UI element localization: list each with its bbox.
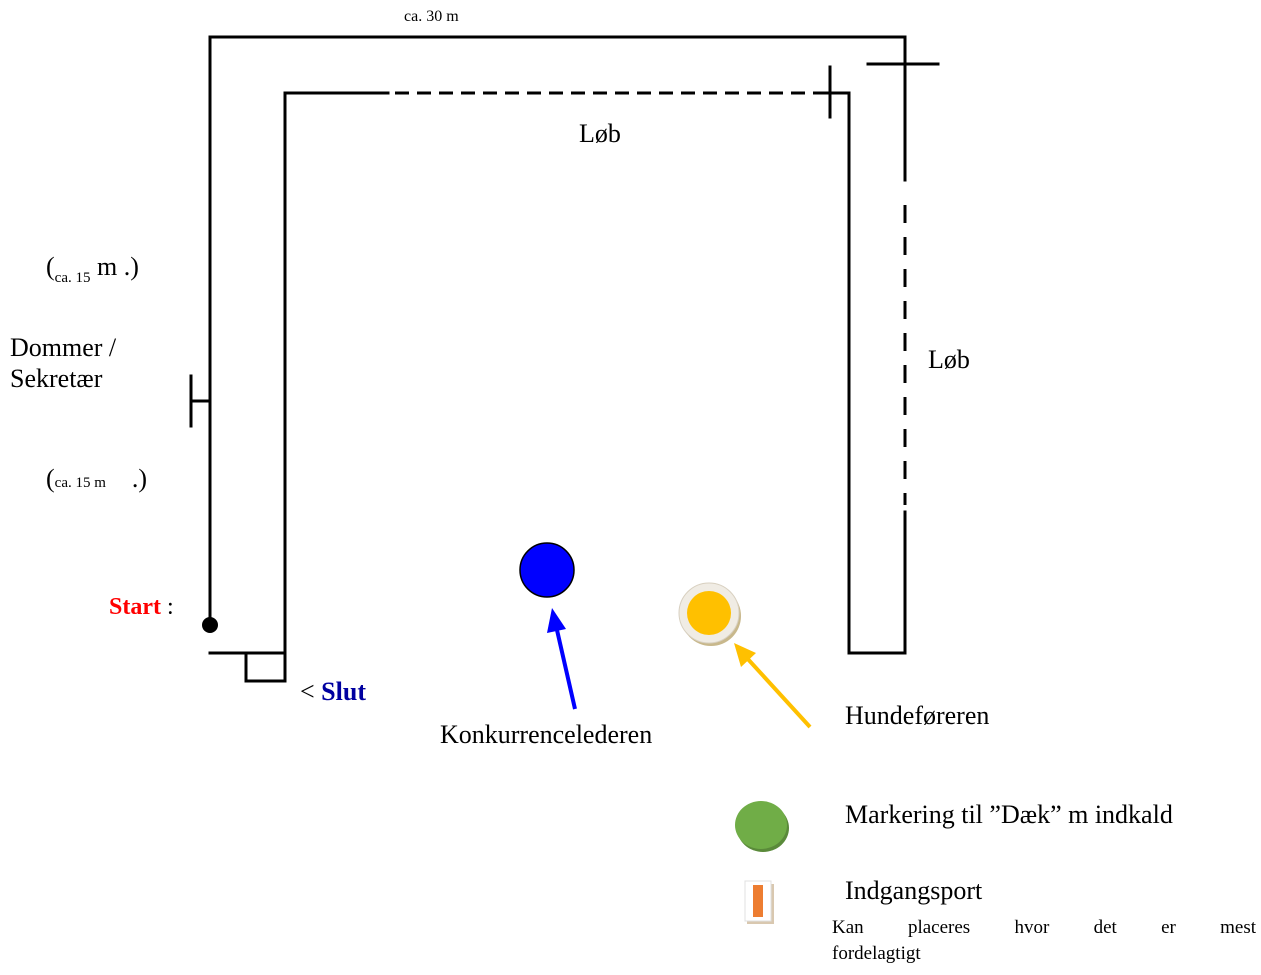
leader-arrow-shaft: [555, 629, 577, 710]
end-label: < Slut: [300, 677, 366, 707]
start-word: Start: [109, 594, 161, 620]
handler-arrow-shaft: [744, 655, 812, 729]
start-colon: :: [160, 594, 174, 620]
top-width-label: ca. 30 m: [404, 8, 459, 25]
inner-boundary-left: [283, 91, 390, 655]
marker-legend-label: Markering til ”Dæk” m indkald: [845, 800, 1173, 829]
judge-label: Dommer / Sekretær: [10, 332, 116, 394]
run-top-label: Løb: [579, 119, 621, 148]
upper-small: ca. 15: [54, 270, 91, 286]
lower-small: ca. 15 m: [54, 475, 106, 491]
yellow-circle-icon: [687, 591, 731, 635]
green-ellipse-icon: [735, 801, 787, 849]
outer-boundary: [208, 35, 907, 626]
end-arrow: <: [300, 677, 322, 706]
gate-legend-note: Kan placeres hvor det er mest: [832, 917, 1256, 938]
lower-distance-label: (ca. 15 m .): [46, 464, 147, 494]
start-label: Start :: [109, 594, 174, 622]
gate-bar: [753, 885, 763, 917]
leader-arrow-head: [547, 608, 566, 633]
start-point: [202, 617, 218, 633]
leader-legend-label: Konkurrencelederen: [440, 720, 653, 749]
run-right-label: Løb: [928, 345, 970, 374]
lower-open: (: [46, 464, 55, 493]
end-box: [244, 651, 287, 683]
judge-line-2: Sekretær: [10, 364, 103, 394]
upper-close: .): [117, 252, 139, 281]
lower-close: .): [105, 464, 148, 493]
gate-legend-title: Indgangsport: [845, 876, 983, 905]
handler-arrow-head: [734, 643, 756, 667]
upper-distance-label: (ca. 15 m .): [46, 252, 139, 286]
gate-legend-note-2: fordelagtigt: [832, 943, 921, 964]
inner-boundary-right: [836, 91, 907, 655]
upper-open: (: [46, 252, 55, 281]
end-word: Slut: [321, 677, 366, 706]
handler-legend-label: Hundeføreren: [845, 701, 990, 730]
upper-unit: m: [90, 252, 118, 281]
blue-circle-icon: [519, 542, 575, 598]
judge-line-1: Dommer /: [10, 333, 117, 362]
